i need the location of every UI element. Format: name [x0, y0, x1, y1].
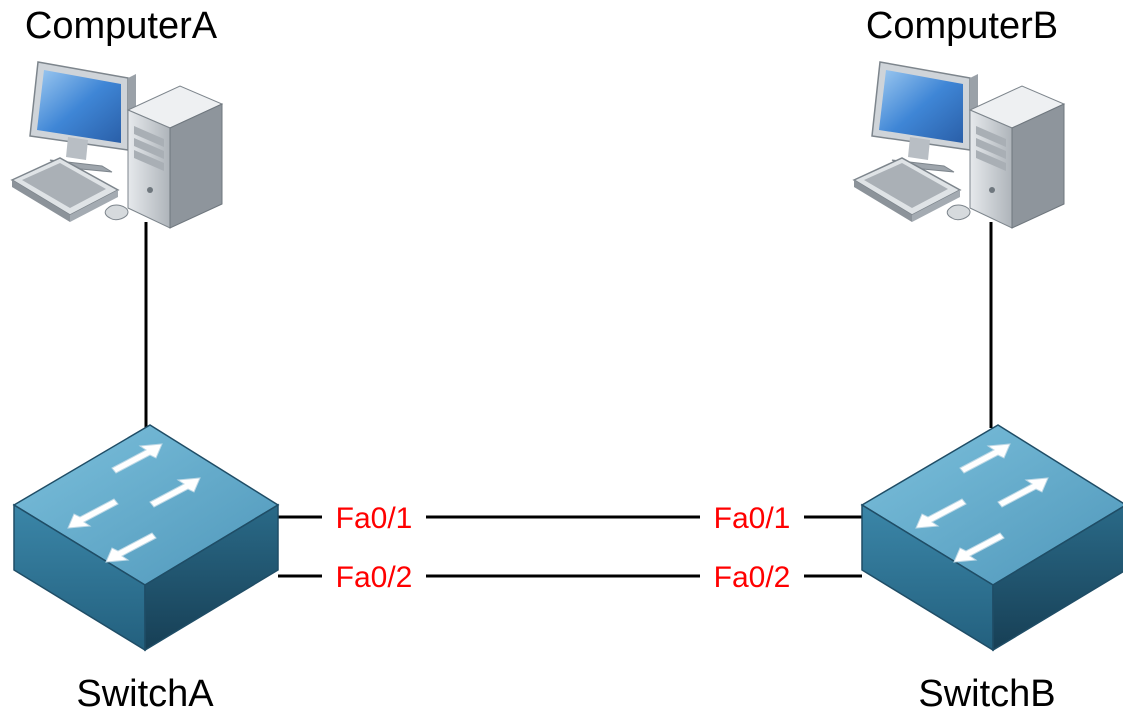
port-label-switch-a-fa02: Fa0/2: [336, 561, 413, 594]
computer-b-label: ComputerB: [866, 5, 1058, 47]
switch-icon: [861, 424, 1123, 651]
port-label-switch-b-fa02: Fa0/2: [714, 561, 791, 594]
computer-a-label: ComputerA: [25, 5, 218, 47]
switch-b[interactable]: [861, 424, 1123, 651]
desktop-computer-icon: [853, 61, 1065, 229]
computer-a[interactable]: [11, 61, 223, 229]
port-label-switch-a-fa01: Fa0/1: [336, 502, 413, 535]
desktop-computer-icon: [11, 61, 223, 229]
switch-a[interactable]: [13, 424, 279, 651]
switch-a-label: SwitchA: [76, 673, 214, 715]
switch-icon: [13, 424, 279, 651]
switch-b-label: SwitchB: [918, 673, 1055, 715]
port-label-switch-b-fa01: Fa0/1: [714, 502, 791, 535]
computer-b[interactable]: [853, 61, 1065, 229]
